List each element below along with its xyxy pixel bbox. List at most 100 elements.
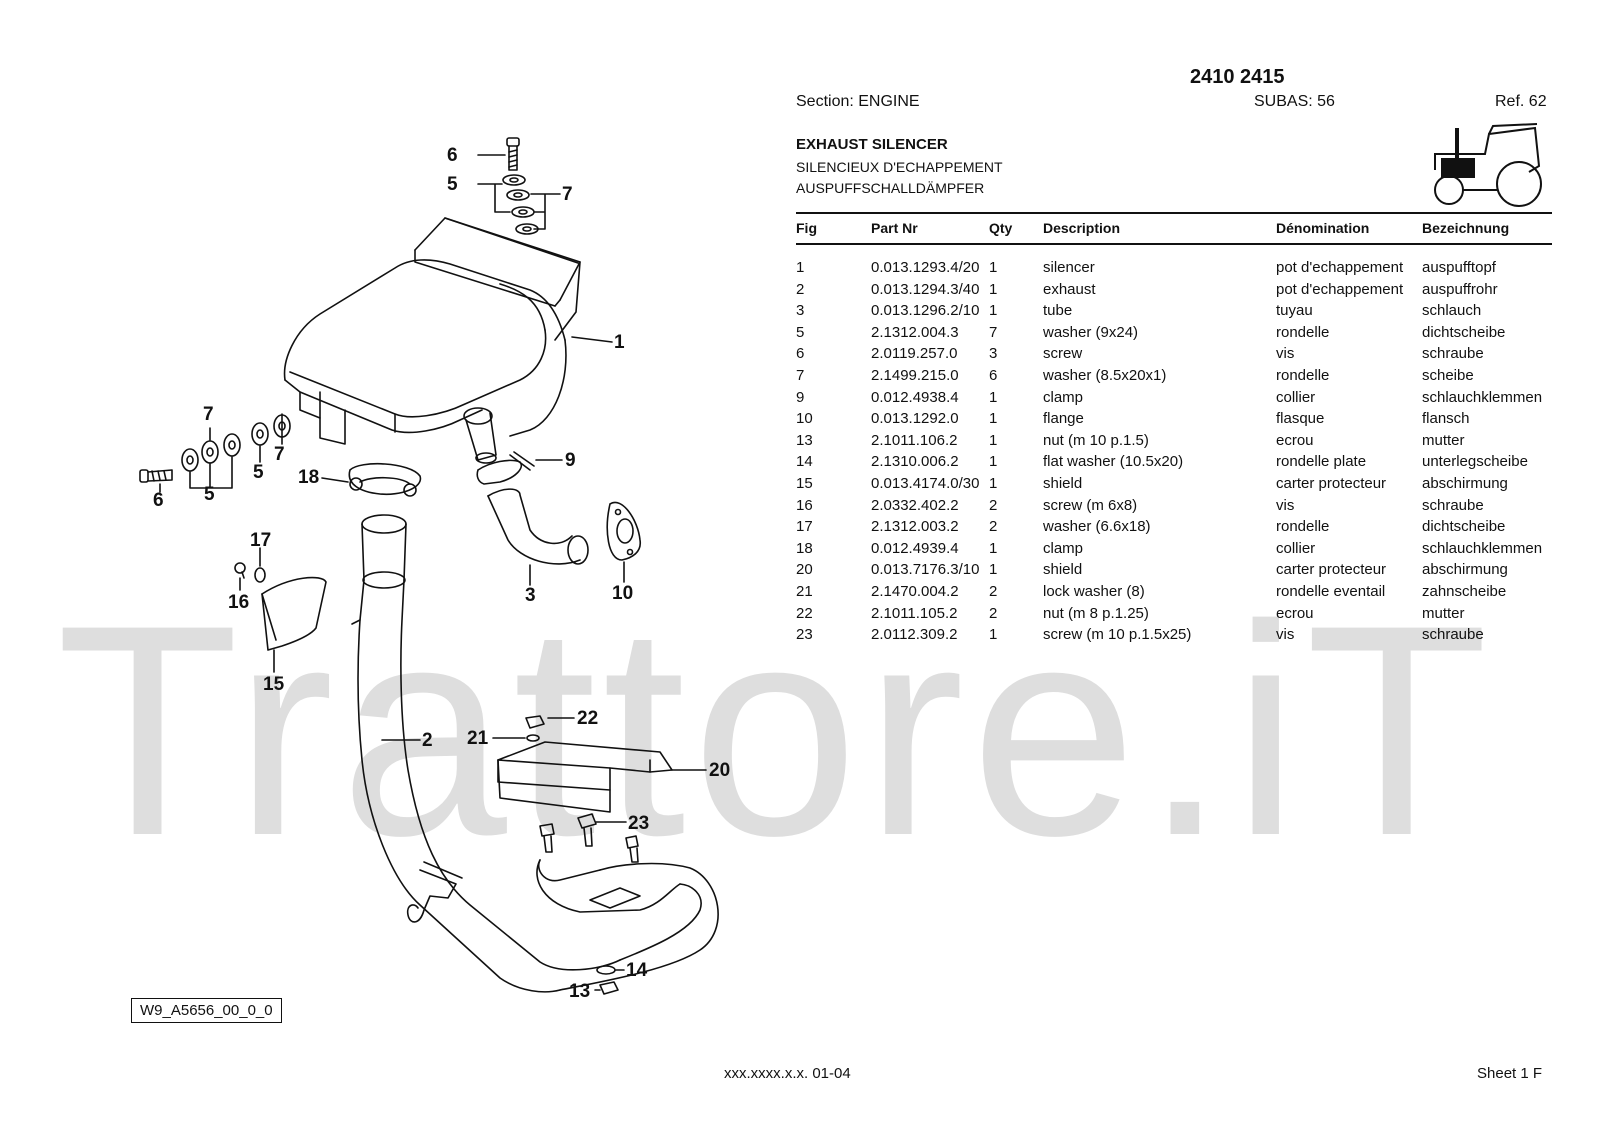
cell-part-nr: 0.013.1296.2/10 (871, 302, 980, 320)
drawing-code-box: W9_A5656_00_0_0 (131, 998, 282, 1023)
cell-bezeichnung: flansch (1422, 410, 1470, 428)
cell-bezeichnung: mutter (1422, 604, 1465, 622)
cell-bezeichnung: schraube (1422, 626, 1484, 644)
cell-bezeichnung: unterlegscheibe (1422, 453, 1528, 471)
cell-fig: 6 (796, 345, 805, 363)
cell-bezeichnung: schlauchklemmen (1422, 539, 1543, 557)
cell-denomination: ecrou (1276, 604, 1314, 622)
cell-denomination: pot d'echappement (1276, 280, 1404, 298)
screw-6-top-drawing (502, 137, 539, 235)
cell-qty: 1 (989, 388, 998, 406)
cell-denomination: collier (1276, 388, 1316, 406)
cell-bezeichnung: schraube (1422, 345, 1484, 363)
footer-code: xxx.xxxx.x.x. 01-04 (724, 1065, 851, 1082)
callout-7-mid: 7 (274, 444, 285, 465)
cell-bezeichnung: scheibe (1422, 366, 1474, 384)
cell-part-nr: 2.1310.006.2 (871, 453, 959, 471)
cell-part-nr: 0.013.7176.3/10 (871, 561, 980, 579)
cell-denomination: carter protecteur (1276, 561, 1387, 579)
cell-bezeichnung: dichtscheibe (1422, 518, 1506, 536)
cell-qty: 1 (989, 302, 998, 320)
cell-bezeichnung: auspufftopf (1422, 259, 1496, 276)
callout-20: 20 (709, 760, 730, 781)
cell-bezeichnung: mutter (1422, 431, 1465, 449)
cell-denomination: vis (1276, 345, 1295, 363)
callout-22: 22 (577, 708, 598, 729)
callout-15: 15 (263, 674, 285, 695)
cell-part-nr: 2.0112.309.2 (871, 626, 958, 644)
cell-part-nr: 2.1499.215.0 (871, 366, 959, 384)
cell-qty: 1 (989, 280, 998, 298)
cell-part-nr: 2.1011.106.2 (871, 431, 958, 449)
cell-qty: 1 (989, 539, 998, 557)
cell-part-nr: 2.0119.257.0 (871, 345, 958, 363)
callout-9: 9 (565, 450, 576, 471)
cell-qty: 6 (989, 366, 998, 384)
cell-denomination: rondelle eventail (1276, 582, 1386, 600)
cell-part-nr: 0.013.4174.0/30 (871, 474, 980, 492)
model-number: 2410 2415 (1190, 66, 1285, 88)
cell-fig: 10 (796, 410, 813, 428)
cell-bezeichnung: schlauchklemmen (1422, 388, 1543, 406)
cell-description: tube (1043, 302, 1073, 320)
cell-bezeichnung: auspuffrohr (1422, 280, 1498, 298)
cell-part-nr: 0.012.4938.4 (871, 388, 959, 406)
callout-6-left: 6 (153, 490, 164, 511)
title-english: EXHAUST SILENCER (796, 136, 948, 153)
cell-description: clamp (1043, 539, 1084, 557)
cell-denomination: pot d'echappement (1276, 259, 1404, 276)
exploded-diagram: 6 5 7 1 7 5 7 6 5 18 9 17 16 3 10 15 22 … (139, 137, 730, 1002)
tube-3-drawing (487, 488, 589, 586)
cell-part-nr: 0.013.1294.3/40 (871, 280, 980, 298)
cell-denomination: rondelle (1276, 323, 1330, 341)
cell-fig: 9 (796, 388, 805, 406)
cell-description: nut (m 10 p.1.5) (1043, 431, 1149, 449)
cell-fig: 5 (796, 323, 805, 341)
cell-part-nr: 0.013.1292.0 (871, 410, 959, 428)
cell-description: exhaust (1043, 280, 1096, 298)
title-german: AUSPUFFSCHALLDÄMPFER (796, 180, 985, 196)
shield-15-drawing (261, 576, 327, 673)
cell-description: shield (1043, 474, 1083, 492)
cell-fig: 17 (796, 518, 813, 536)
callout-13: 13 (569, 981, 590, 1002)
callout-3: 3 (525, 585, 536, 606)
cell-qty: 1 (989, 561, 998, 579)
column-header-bezeichnung: Bezeichnung (1422, 212, 1552, 245)
cell-fig: 22 (796, 604, 813, 622)
cell-description: washer (6.6x18) (1043, 518, 1151, 536)
watermark: Trattore.iT (56, 562, 1495, 898)
table-row: 2 0.013.1294.3/40 1 exhaust pot d'echappemen… (796, 279, 1552, 301)
cell-qty: 1 (989, 410, 998, 428)
callout-16: 16 (228, 592, 249, 613)
cell-qty: 3 (989, 345, 998, 363)
exhaust-pipe-drawing (351, 514, 719, 993)
table-header-row: Fig Part Nr Qty Description Dénomination… (796, 212, 1552, 245)
cell-qty: 1 (989, 259, 998, 276)
callout-18: 18 (298, 467, 319, 488)
cell-fig: 2 (796, 280, 805, 298)
cell-qty: 1 (989, 626, 998, 644)
cell-description: flange (1043, 410, 1084, 428)
cell-part-nr: 0.012.4939.4 (871, 539, 959, 557)
cell-denomination: vis (1276, 496, 1295, 514)
cell-bezeichnung: schraube (1422, 496, 1484, 514)
callout-6-top: 6 (447, 145, 458, 166)
screw-23-drawing (539, 813, 639, 863)
title-french: SILENCIEUX D'ECHAPPEMENT (796, 159, 1003, 175)
callout-21: 21 (467, 728, 489, 749)
column-header-qty: Qty (989, 212, 1043, 245)
callout-17: 17 (250, 530, 271, 551)
cell-denomination: rondelle (1276, 518, 1330, 536)
cell-description: screw (m 6x8) (1043, 496, 1138, 514)
callout-5-left: 5 (204, 484, 215, 505)
